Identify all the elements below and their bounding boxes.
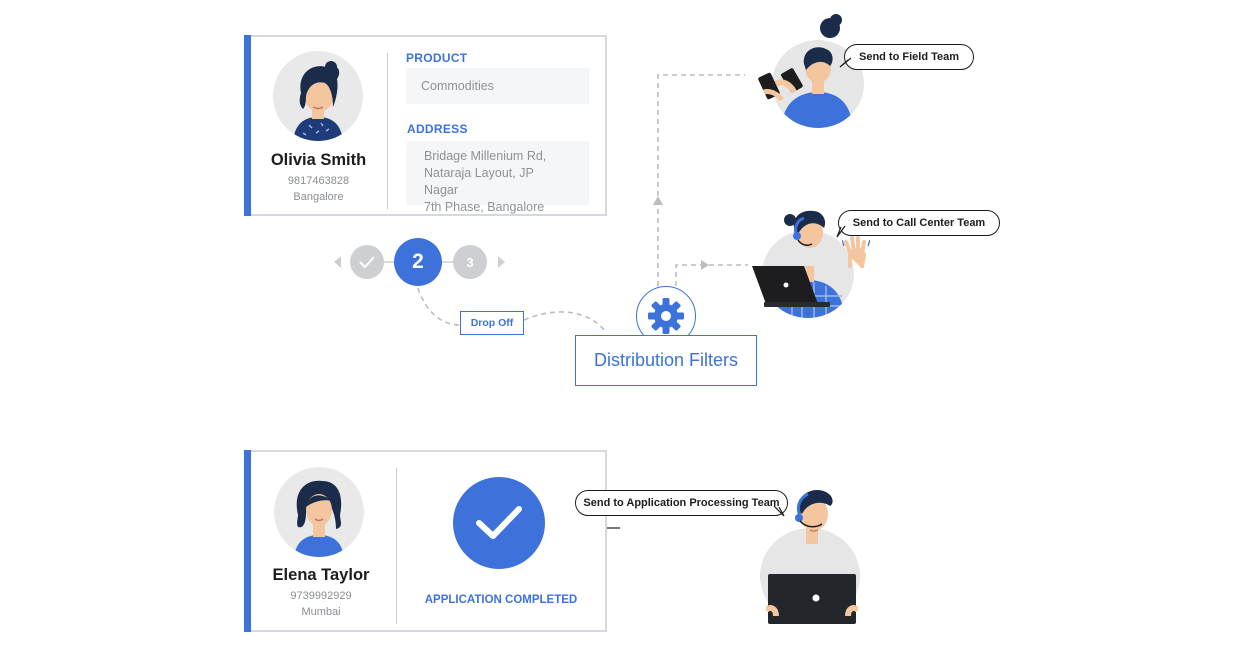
person-phone: 9817463828 (287, 175, 350, 187)
field-team-connector (657, 74, 745, 286)
address-line: 7th Phase, Bangalore (424, 200, 545, 214)
dropoff-to-filter-connector (523, 311, 607, 333)
call-center-text: Send to Call Center Team (852, 217, 986, 229)
app-processing-text: Send to Application Processing Team (583, 497, 780, 509)
drop-off-tag[interactable]: Drop Off (460, 311, 524, 335)
person-city: Bangalore (293, 191, 344, 203)
phone-icon (758, 72, 784, 102)
stepper-prev-arrow[interactable] (333, 256, 343, 268)
step-completed[interactable] (350, 245, 384, 279)
laptop-icon (752, 266, 830, 307)
dropoff-connector (417, 287, 461, 326)
product-label: PRODUCT (406, 51, 468, 65)
stepper: 2 3 (330, 235, 510, 287)
person-name: Elena Taylor (272, 566, 370, 584)
application-status: APPLICATION COMPLETED (424, 594, 578, 606)
completed-check-circle (453, 477, 545, 569)
lead-card-elena[interactable]: Elena Taylor 9739992929 Mumbai APPLICATI… (244, 450, 607, 632)
laptop-icon (766, 574, 858, 624)
step-next[interactable]: 3 (453, 245, 487, 279)
card-accent-bar (244, 450, 251, 632)
call-center-connector (675, 264, 748, 286)
step-current[interactable]: 2 (394, 238, 442, 286)
stepper-next-arrow[interactable] (496, 256, 506, 268)
person-phone: 9739992929 (290, 590, 352, 602)
product-value: Commodities (406, 68, 589, 104)
person-name: Olivia Smith (270, 151, 367, 169)
address-label: ADDRESS (407, 122, 468, 136)
address-value: Bridage Millenium Rd, Nataraja Layout, J… (406, 141, 589, 214)
app-processing-bubble: Send to Application Processing Team (575, 490, 788, 517)
card-divider (387, 53, 388, 209)
lead-card-olivia[interactable]: Olivia Smith 9817463828 Bangalore PRODUC… (244, 35, 607, 216)
address-line: Bridage Millenium Rd, (424, 149, 547, 163)
field-team-text: Send to Field Team (858, 51, 960, 63)
card-divider (396, 468, 397, 624)
call-center-head (784, 210, 826, 248)
gear-icon (648, 298, 684, 334)
field-team-bubble: Send to Field Team (839, 44, 974, 70)
right-arrow (701, 260, 709, 270)
distribution-filters-box[interactable]: Distribution Filters (575, 335, 757, 386)
waving-hand-icon (842, 236, 870, 268)
avatar-olivia (273, 51, 363, 141)
app-processing-head (795, 490, 833, 544)
call-center-bubble: Send to Call Center Team (836, 210, 1000, 238)
person-city: Mumbai (301, 606, 341, 618)
card-accent-bar (244, 35, 251, 216)
checkmark-icon (359, 256, 375, 268)
address-line: Nataraja Layout, JP Nagar (424, 166, 534, 197)
up-arrow (653, 196, 663, 205)
field-team-hair-bun (820, 14, 842, 38)
checkmark-icon (476, 506, 522, 539)
avatar-elena (274, 467, 364, 557)
